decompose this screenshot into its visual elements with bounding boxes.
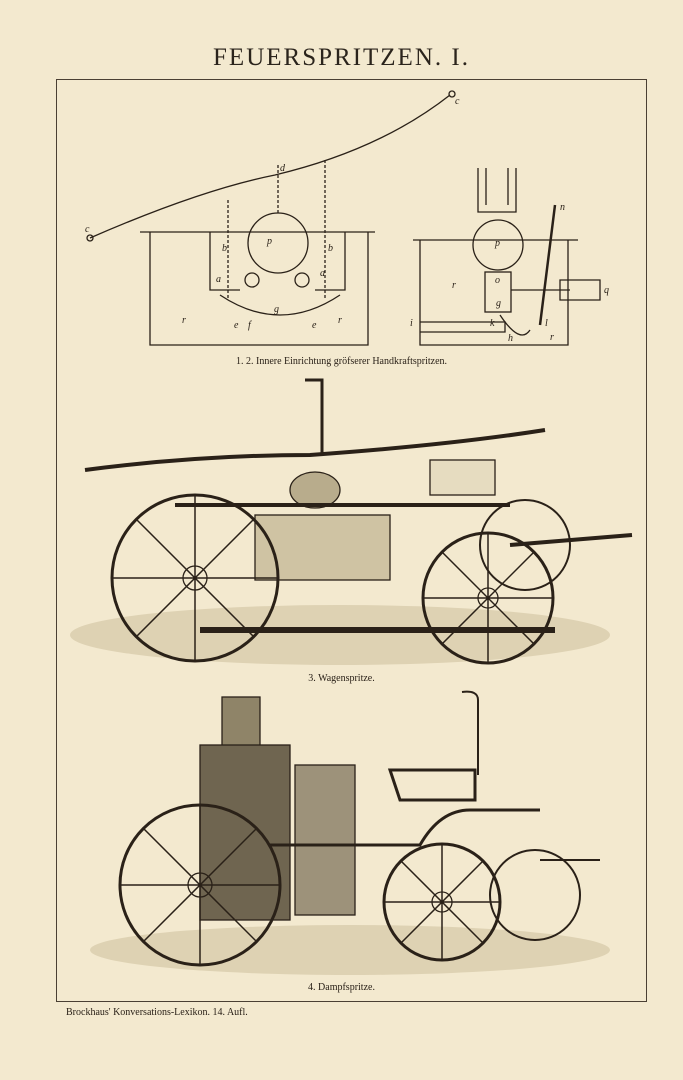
page-title: FEUERSPRITZEN. I. [213, 44, 470, 71]
figure-1-pump-diagram [86, 90, 456, 346]
figure-4-caption: 4. Dampfspritze. [308, 982, 375, 993]
diagram-label: p [267, 236, 272, 247]
diagram-label: k [490, 318, 495, 329]
diagram-label: a [216, 274, 221, 285]
diagram-label: i [410, 318, 413, 329]
figure-2-pump-diagram [413, 168, 601, 346]
figure-3-caption: 3. Wagenspritze. [308, 673, 375, 684]
diagram-label: n [560, 202, 565, 213]
diagram-label: c [85, 224, 90, 235]
diagram-label: e [312, 320, 317, 331]
diagram-label: h [508, 333, 513, 344]
diagram-label: g [496, 298, 501, 309]
diagram-label: g [274, 304, 279, 315]
diagram-label: a [320, 268, 325, 279]
plate-frame [56, 79, 647, 1002]
diagram-label: q [604, 285, 609, 296]
diagram-label: b [328, 243, 333, 254]
diagram-label: r [338, 315, 342, 326]
footer-source: Brockhaus' Konversations-Lexikon. 14. Au… [66, 1007, 248, 1018]
diagram-label: l [545, 318, 548, 329]
figure-1-2-caption: 1. 2. Innere Einrichtung gröfserer Handk… [235, 356, 448, 367]
diagram-label: r [452, 280, 456, 291]
figure-4-steam-pump [90, 690, 610, 975]
diagram-label: d [280, 163, 285, 174]
diagram-label: r [182, 315, 186, 326]
diagram-label: c [455, 96, 460, 107]
diagram-label: f [248, 320, 251, 331]
figure-3-wagon-pump [70, 378, 633, 665]
diagram-label: b [222, 243, 227, 254]
diagram-label: e [234, 320, 239, 331]
diagram-label: r [550, 332, 554, 343]
diagram-label: o [495, 275, 500, 286]
diagram-label: p [495, 238, 500, 249]
